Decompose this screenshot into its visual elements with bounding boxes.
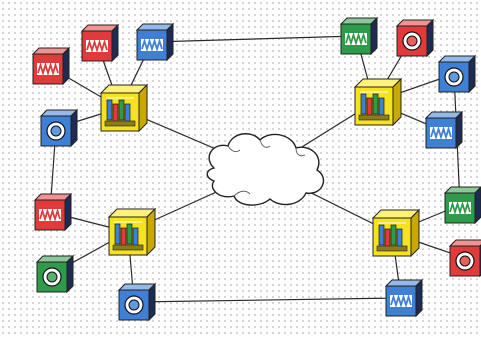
cube-side <box>62 46 70 86</box>
hub-side <box>138 83 148 133</box>
hub-base <box>358 114 390 121</box>
hub-switch-icon <box>112 221 144 251</box>
device-dev-se-2[interactable] <box>448 239 481 278</box>
device-dev-nw-2[interactable] <box>80 23 120 63</box>
hub-side <box>392 77 402 127</box>
disk-center <box>459 255 471 267</box>
cube-side <box>468 54 476 94</box>
hub-port <box>390 224 397 246</box>
disk-center <box>50 125 62 137</box>
disk-center <box>46 271 58 283</box>
hub-base <box>104 120 136 127</box>
waveform-icon <box>141 37 163 53</box>
hub-port <box>126 223 133 245</box>
waveform-icon <box>449 200 471 216</box>
cube-side <box>474 186 481 225</box>
device-dev-ne-3[interactable] <box>437 54 477 94</box>
disk-center <box>406 35 418 47</box>
hub-switch-icon <box>104 97 136 127</box>
hub-port <box>114 223 121 245</box>
hub-port <box>118 99 125 121</box>
hub-port <box>360 93 367 115</box>
waveform-icon <box>430 125 452 141</box>
device-dev-sw-2[interactable] <box>35 254 75 294</box>
waveform-icon <box>390 293 412 309</box>
device-dev-ne-2[interactable] <box>395 18 435 58</box>
device-dev-nw-3[interactable] <box>135 22 175 62</box>
hub-switch-icon <box>376 222 408 252</box>
hub-nw[interactable] <box>99 83 149 133</box>
hub-base <box>376 245 408 252</box>
waveform-icon <box>345 31 367 47</box>
hub-sw[interactable] <box>107 207 157 257</box>
cube-side <box>426 18 434 58</box>
hub-side <box>146 207 156 257</box>
nodes <box>31 16 481 322</box>
device-dev-sw-1[interactable] <box>33 192 73 232</box>
hub-se[interactable] <box>371 208 421 258</box>
hub-port <box>106 99 113 121</box>
device-dev-nw-4[interactable] <box>39 108 79 148</box>
disk-center <box>128 299 140 311</box>
link-dev-sw-3-dev-se-3 <box>133 297 402 303</box>
cube-side <box>64 192 72 232</box>
cube-side <box>455 110 463 150</box>
cloud-detail <box>227 139 306 197</box>
cube-side <box>415 278 423 318</box>
cube-side <box>70 108 78 148</box>
hub-base <box>112 244 144 251</box>
cube-side <box>370 16 378 56</box>
hub-port <box>378 224 385 246</box>
disk-center <box>448 71 460 83</box>
cube-side <box>66 254 74 294</box>
device-dev-se-1[interactable] <box>443 186 481 225</box>
cube-side <box>166 22 174 62</box>
device-dev-sw-3[interactable] <box>117 282 157 322</box>
hub-switch-icon <box>358 91 390 121</box>
waveform-icon <box>39 207 61 223</box>
device-dev-se-3[interactable] <box>384 278 424 318</box>
hub-ne[interactable] <box>353 77 403 127</box>
cube-side <box>111 23 119 63</box>
device-dev-nw-1[interactable] <box>31 46 71 86</box>
cube-side <box>148 282 156 322</box>
device-dev-ne-1[interactable] <box>339 16 379 56</box>
cube-top <box>448 239 481 247</box>
waveform-icon <box>86 38 108 54</box>
hub-side <box>410 208 420 258</box>
hub-port <box>372 93 379 115</box>
device-dev-ne-4[interactable] <box>424 110 464 150</box>
link-dev-nw-3-dev-ne-1 <box>151 35 357 43</box>
waveform-icon <box>37 61 59 77</box>
network-cloud <box>206 133 325 206</box>
